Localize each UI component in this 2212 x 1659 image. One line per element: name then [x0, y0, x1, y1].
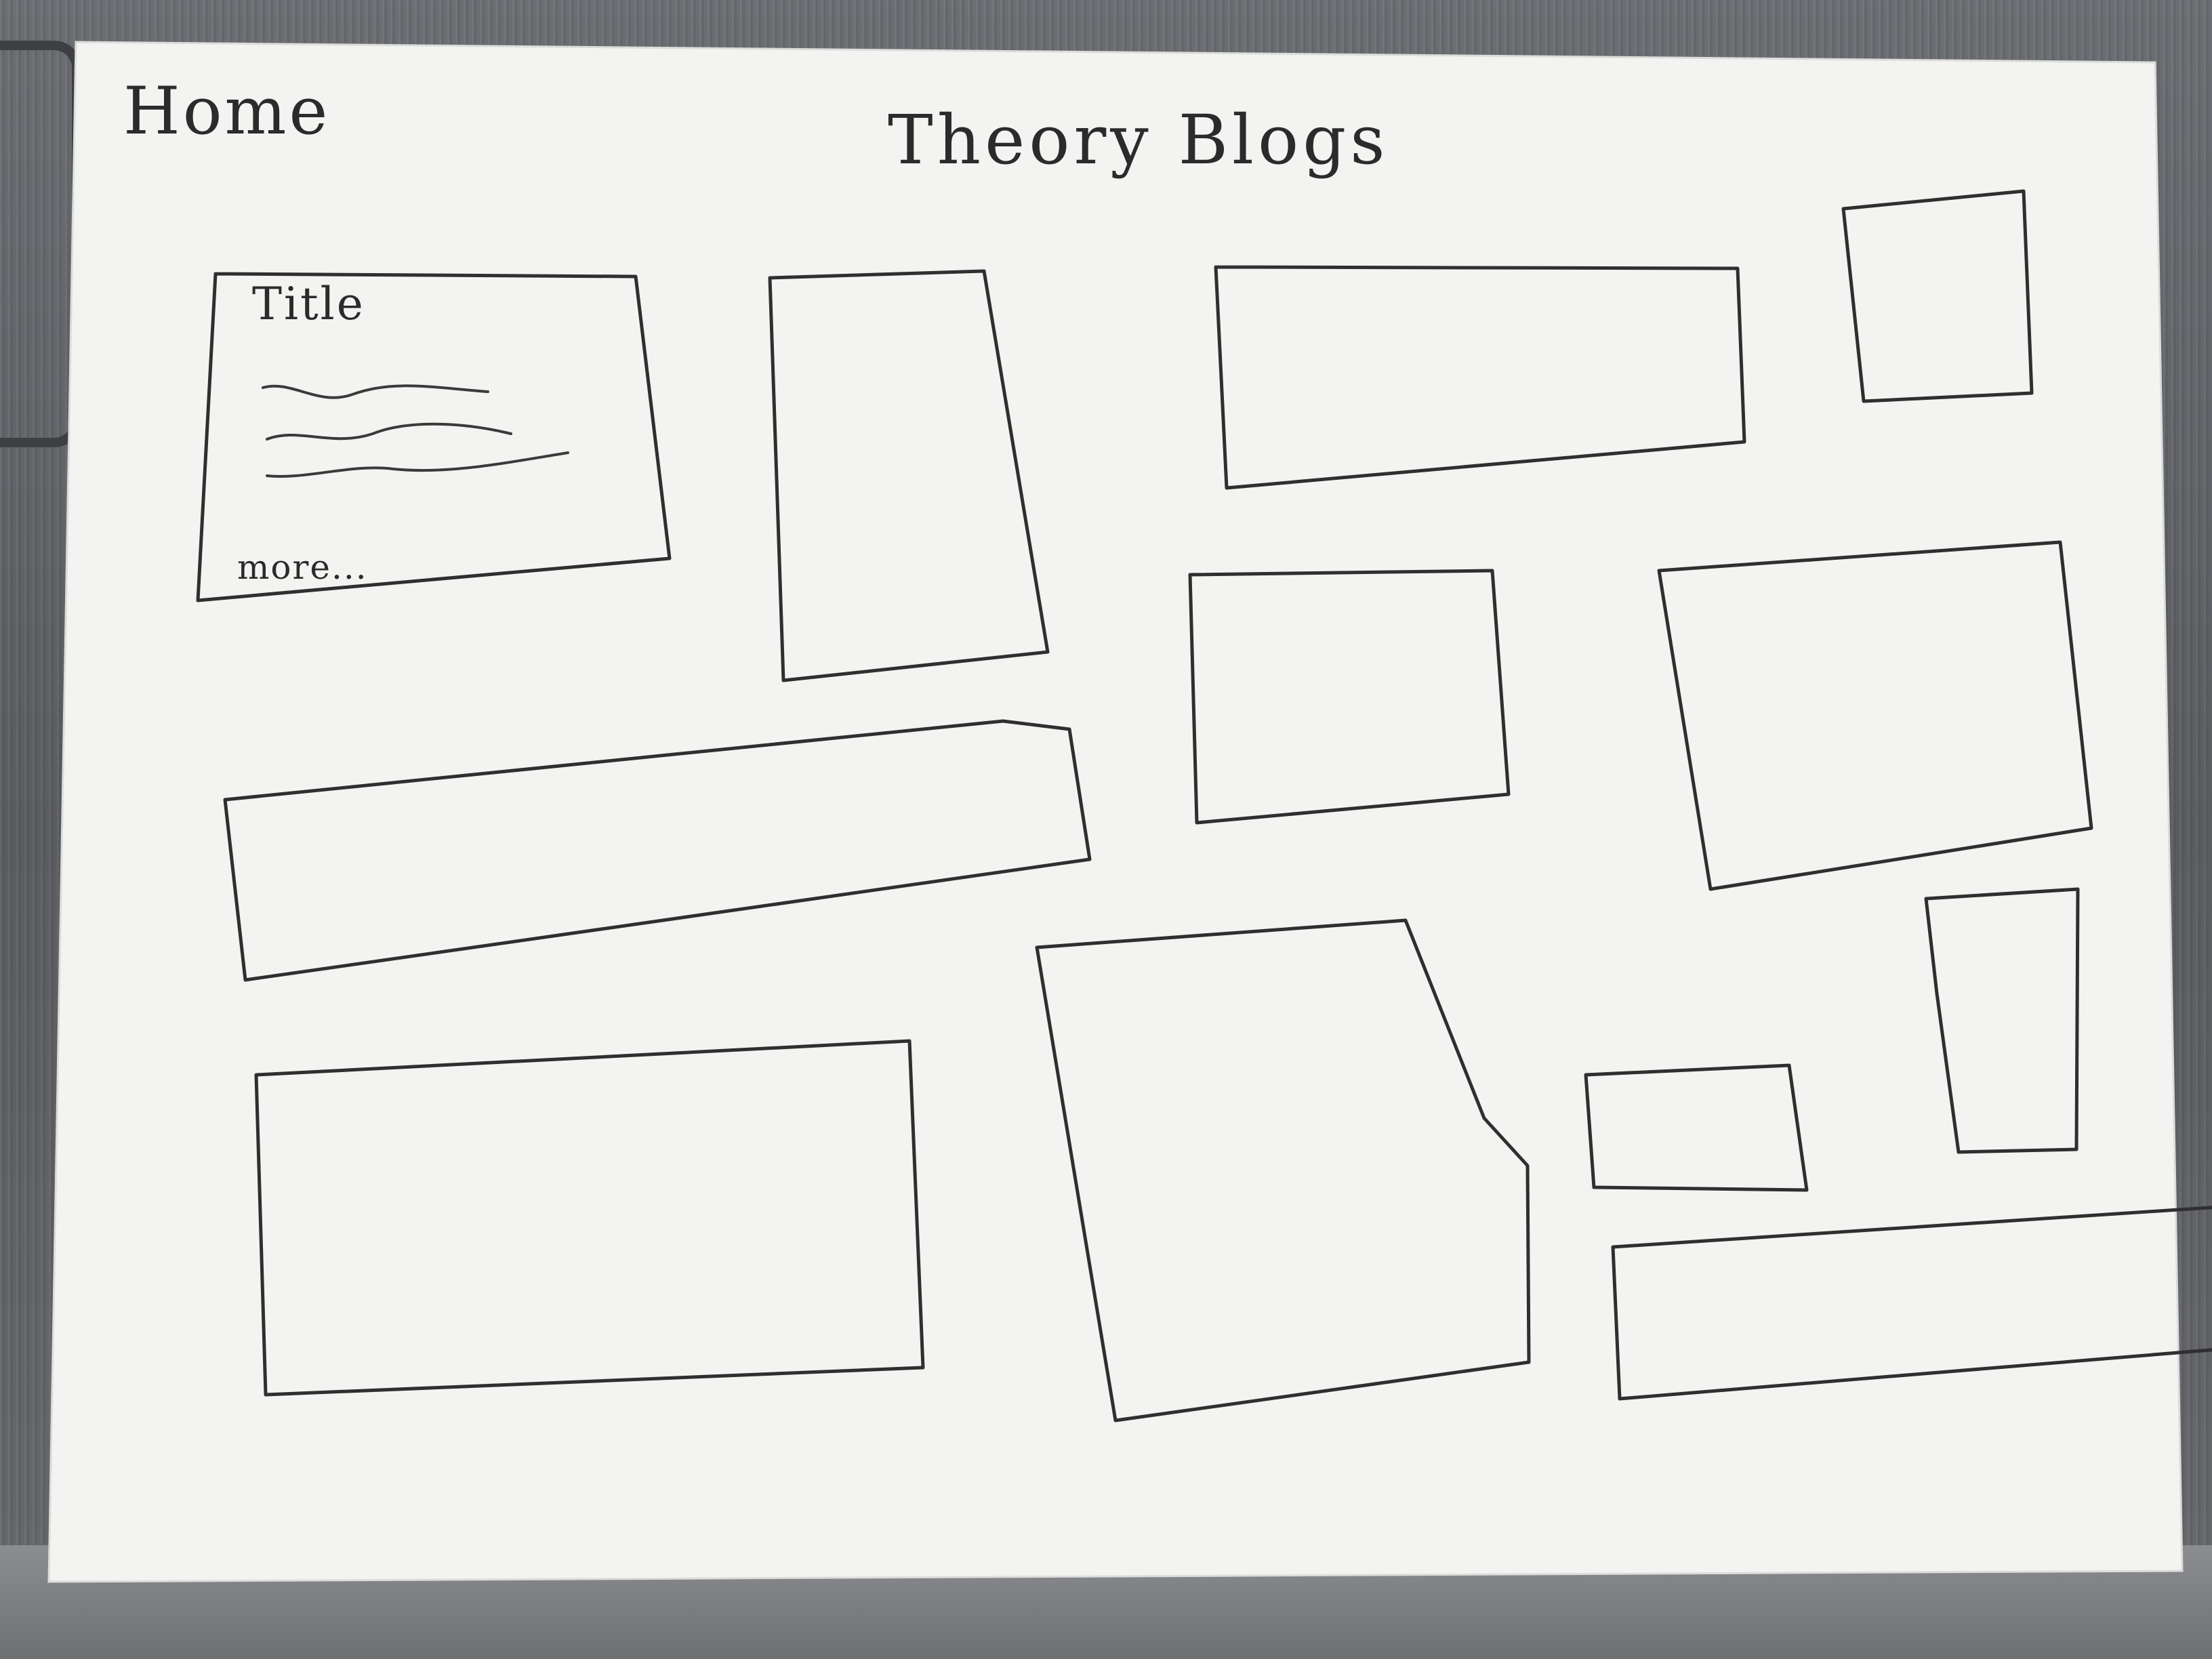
post-card: [1657, 540, 2093, 891]
post-card: [1188, 569, 1511, 825]
post-card: [1841, 189, 2034, 403]
post-card: [254, 1039, 925, 1397]
text-placeholder-line: [262, 384, 489, 399]
featured-post-card: [196, 272, 672, 602]
paper-sheet: [47, 41, 2184, 1583]
post-card: [1924, 887, 2080, 1154]
post-card: [768, 269, 1050, 682]
post-card: [223, 719, 1092, 982]
text-placeholder-line: [266, 422, 512, 441]
card-title: Title: [252, 278, 365, 330]
text-placeholder-line: [266, 451, 569, 478]
post-card: [1584, 1063, 1809, 1192]
post-card: [1611, 1206, 2212, 1401]
home-nav-label: Home: [123, 73, 331, 149]
post-card: [1035, 918, 1531, 1422]
page-title: Theory Blogs: [888, 100, 1389, 180]
card-more-link: more...: [237, 548, 368, 587]
post-card: [1214, 265, 1746, 490]
